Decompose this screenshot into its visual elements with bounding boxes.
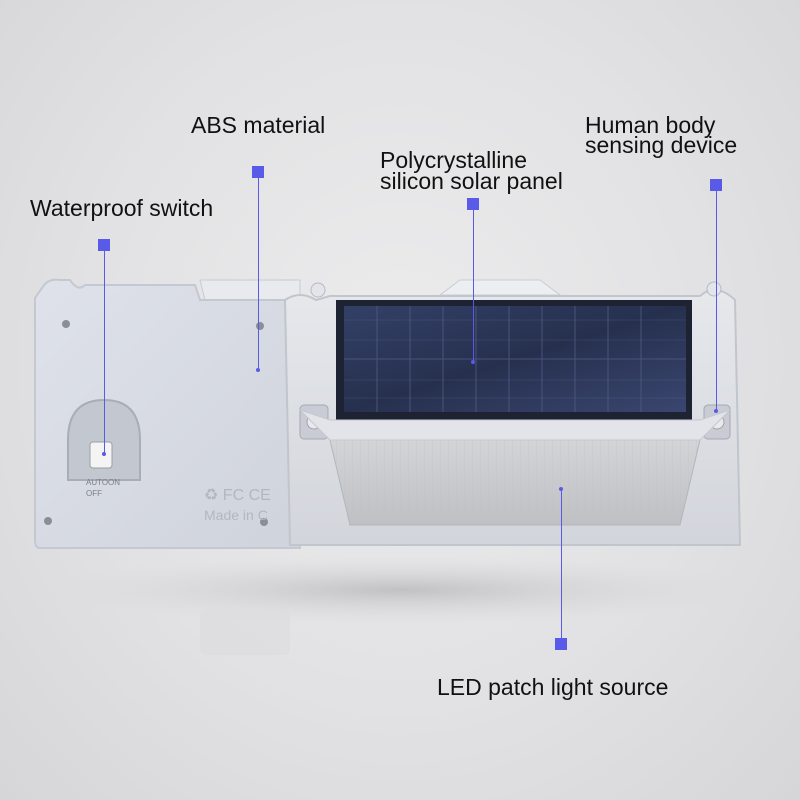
svg-text:OFF: OFF — [86, 489, 102, 498]
certification-marks: ♻ FC CE — [204, 487, 271, 504]
waterproof-switch-leader — [104, 251, 105, 454]
svg-text:ON: ON — [108, 478, 120, 487]
switch-markings: AUTO ON OFF — [86, 478, 120, 498]
human-body-marker — [710, 179, 722, 191]
led-source-label: LED patch light source — [437, 674, 669, 700]
human-body-label-line2: sensing device — [585, 132, 738, 158]
solar-panel-label-line2: silicon solar panel — [380, 168, 563, 194]
led-source-leader — [561, 491, 562, 638]
led-source-marker — [555, 638, 567, 650]
svg-text:AUTO: AUTO — [86, 478, 108, 487]
solar-panel-point — [471, 360, 475, 364]
made-in-text: Made in C — [204, 507, 268, 523]
human-body-point — [714, 409, 718, 413]
solar-panel-label-line1: Polycrystalline — [380, 147, 527, 173]
abs-material-marker — [252, 166, 264, 178]
solar-panel-leader — [473, 210, 474, 362]
human-body-leader — [716, 191, 717, 411]
led-source-point — [559, 487, 563, 491]
waterproof-switch-label: Waterproof switch — [30, 195, 214, 221]
waterproof-switch-marker — [98, 239, 110, 251]
waterproof-switch-point — [102, 452, 106, 456]
solar-panel-marker — [467, 198, 479, 210]
abs-material-label: ABS material — [191, 112, 326, 138]
abs-material-point — [256, 368, 260, 372]
abs-material-leader — [258, 178, 259, 368]
human-body-label-line1: Human body — [585, 112, 716, 138]
